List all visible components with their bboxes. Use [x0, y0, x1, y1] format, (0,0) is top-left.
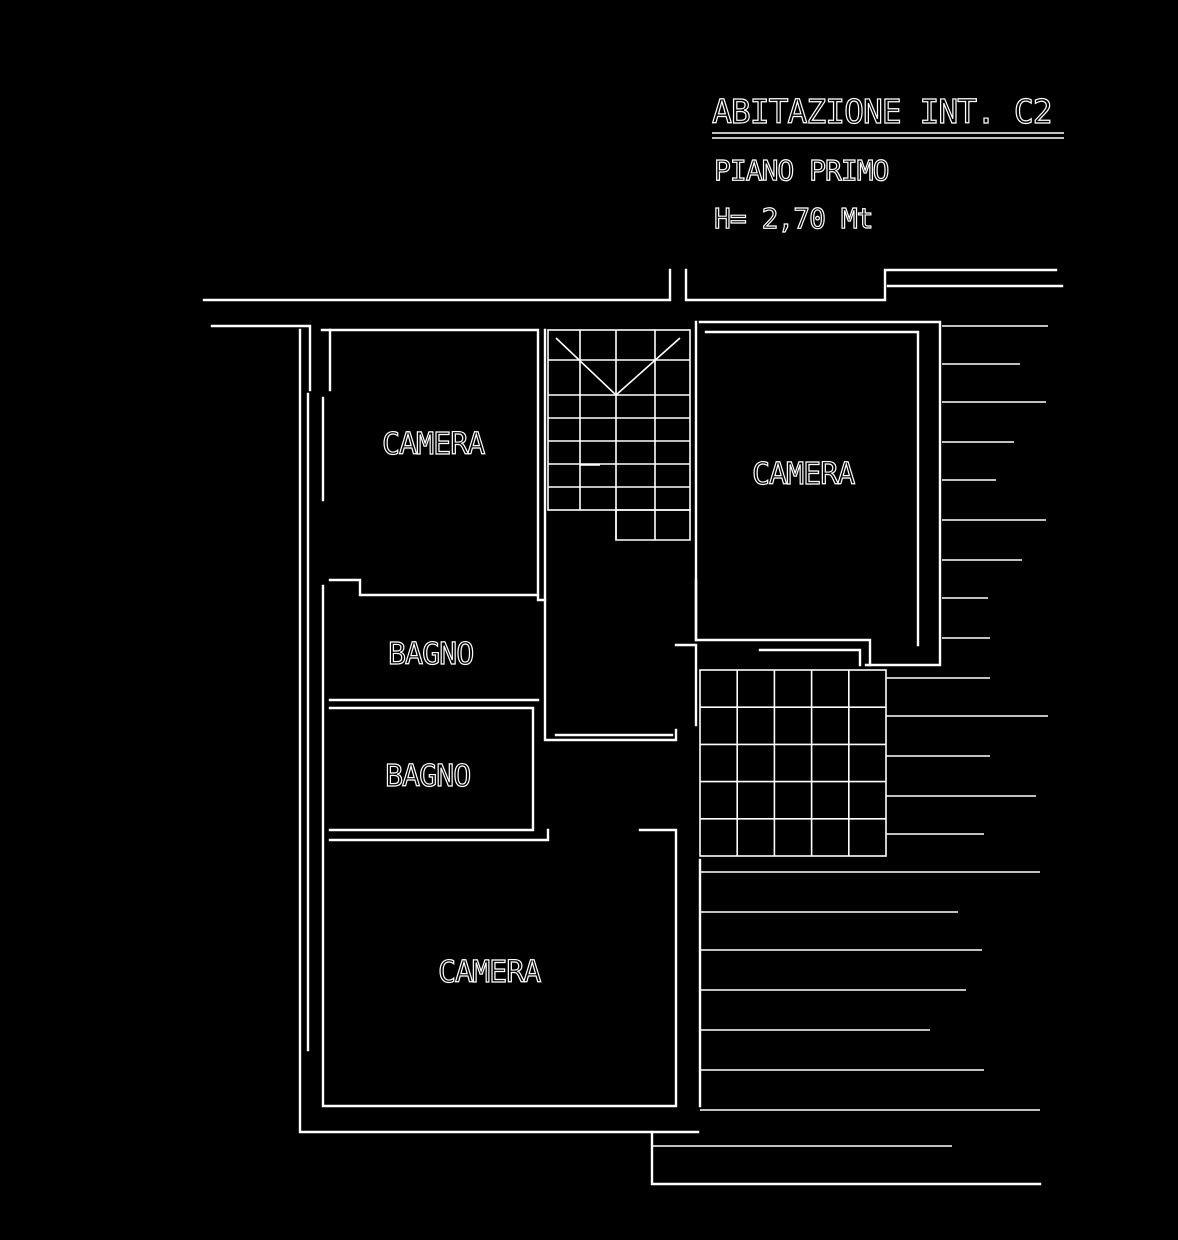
room-bagno-lower: BAGNO [385, 759, 470, 794]
balcony-railing [652, 325, 1048, 1147]
room-labels: CAMERA CAMERA BAGNO BAGNO CAMERA [381, 426, 857, 990]
room-camera-bottom: CAMERA [438, 955, 541, 990]
room-bagno-upper: BAGNO [388, 637, 473, 672]
staircase [547, 329, 691, 541]
room-camera-top-left: CAMERA [382, 427, 485, 462]
room-camera-top-right: CAMERA [752, 457, 855, 492]
ceiling-height-label: H= 2,70 Mt [714, 202, 873, 235]
title-block: ABITAZIONE INT. C2 PIANO PRIMO H= 2,70 M… [711, 91, 1064, 236]
exterior-walls [202, 268, 1064, 1186]
terrace-tiles [699, 669, 887, 857]
plan-title: ABITAZIONE INT. C2 [712, 92, 1052, 131]
floor-label: PIANO PRIMO [714, 154, 889, 187]
interior-walls [328, 320, 920, 842]
